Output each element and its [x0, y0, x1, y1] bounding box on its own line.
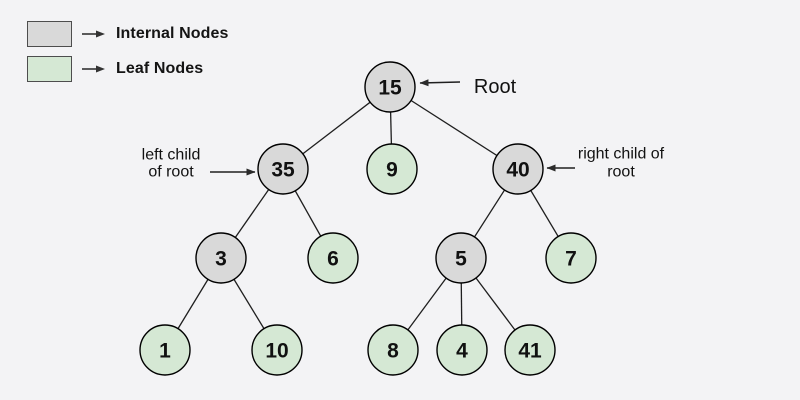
tree-nodes: 15 35 9 40 3 6 5 7 1 10 8 4 41	[139, 61, 597, 376]
tree-node-41: 41	[504, 324, 556, 376]
legend-label-leaf-nodes: Leaf Nodes	[116, 60, 204, 77]
tree-node-6: 6	[307, 232, 359, 284]
tree-node-10: 10	[251, 324, 303, 376]
annotation-arrow-root	[419, 79, 461, 87]
tree-node-5: 5	[435, 232, 487, 284]
tree-node-1: 1	[139, 324, 191, 376]
annotation-label-root: Root	[474, 76, 517, 98]
legend-item-leaf-nodes: Leaf Nodes	[27, 56, 229, 82]
tree-node-label: 4	[456, 340, 468, 363]
arrow-right-icon	[82, 30, 105, 38]
tree-node-35: 35	[257, 143, 309, 195]
legend: Internal Nodes Leaf Nodes	[27, 21, 229, 82]
tree-node-40: 40	[492, 143, 544, 195]
tree-node-label: 15	[378, 77, 402, 100]
tree-node-label: 41	[518, 340, 542, 363]
tree-node-9: 9	[366, 143, 418, 195]
tree-node-label: 3	[215, 248, 227, 271]
tree-node-label: 8	[387, 340, 399, 363]
tree-edges	[164, 86, 572, 351]
tree-node-label: 9	[386, 159, 398, 182]
tree-node-label: 1	[159, 340, 171, 363]
leaf-node-swatch	[27, 56, 72, 82]
legend-label-internal-nodes: Internal Nodes	[116, 25, 229, 42]
tree-node-label: 35	[271, 159, 295, 182]
tree-node-15: 15	[364, 61, 416, 113]
tree-node-label: 40	[506, 159, 529, 182]
tree-node-label: 5	[455, 248, 467, 271]
internal-node-swatch	[27, 21, 72, 47]
tree-node-4: 4	[436, 324, 488, 376]
tree-node-3: 3	[195, 232, 247, 284]
legend-item-internal-nodes: Internal Nodes	[27, 21, 229, 47]
annotation-arrows	[210, 79, 575, 176]
tree-node-label: 6	[327, 248, 339, 271]
tree-node-label: 7	[565, 248, 577, 271]
tree-node-8: 8	[367, 324, 419, 376]
arrow-right-icon	[82, 65, 105, 73]
tree-node-label: 10	[265, 340, 288, 363]
tree-node-7: 7	[545, 232, 597, 284]
